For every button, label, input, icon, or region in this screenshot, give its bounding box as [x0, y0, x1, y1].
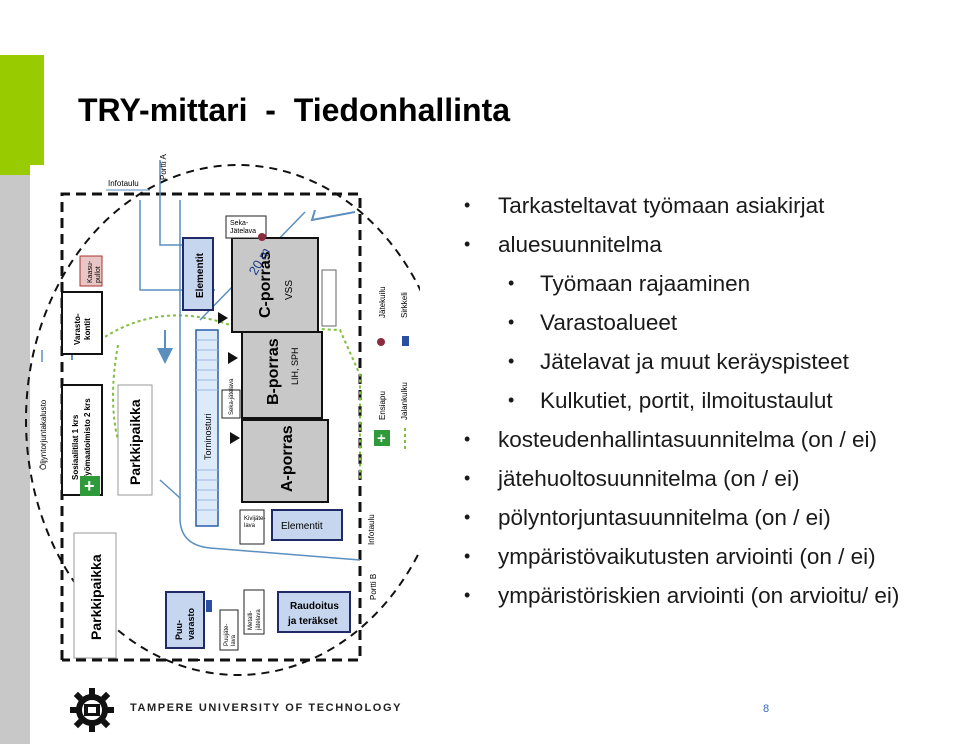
bullet-item: pölyntorjuntasuunnitelma (on / ei) [462, 498, 957, 537]
tower-crane-track [195, 329, 219, 527]
svg-text:Parkkipaikka: Parkkipaikka [88, 554, 104, 640]
svg-text:Öljyntorjuntakalusto: Öljyntorjuntakalusto [39, 399, 48, 470]
puuvarasto [165, 591, 205, 649]
accent-stripe-gap [30, 165, 44, 744]
bullet-item: ympäristövaikutusten arviointi (on / ei) [462, 537, 957, 576]
svg-text:Torninosturi: Torninosturi [203, 413, 213, 460]
gate-marker-3 [230, 432, 240, 444]
gate-marker-2 [228, 352, 238, 364]
svg-text:Seka-jätelava: Seka-jätelava [229, 378, 235, 415]
svg-text:varasto: varasto [186, 607, 196, 640]
svg-text:Varasto-: Varasto- [73, 313, 82, 345]
parkkipaikka-1 [117, 384, 153, 496]
svg-text:Työmaatoimisto 2 krs: Työmaatoimisto 2 krs [83, 398, 92, 480]
svg-text:Portti A: Portti A [159, 154, 168, 180]
elementit-horizontal-area [271, 509, 343, 541]
svg-text:Metalli-: Metalli- [248, 611, 254, 630]
gate-marker-1 [218, 312, 228, 324]
svg-text:Kaasu-: Kaasu- [87, 260, 94, 283]
building-c-porras [231, 237, 319, 333]
svg-text:Sosiaalitilat 1 krs: Sosiaalitilat 1 krs [71, 414, 80, 480]
varastokontit [61, 291, 103, 355]
svg-text:Portti B: Portti B [369, 574, 378, 600]
svg-text:kontit: kontit [83, 318, 92, 340]
svg-text:Jätekuilu: Jätekuilu [378, 286, 387, 318]
bullet-item: ympäristöriskien arviointi (on arvioitu/… [462, 579, 957, 612]
parkkipaikka-2 [73, 532, 117, 659]
bullet-item: jätehuoltosuunnitelma (on / ei) [462, 459, 957, 498]
svg-text:Raudoitus: Raudoitus [290, 601, 339, 612]
svg-text:ja teräkset: ja teräkset [287, 616, 338, 627]
site-plan-figure: C-porras VSS B-porras LIH, SPH A-porras … [25, 154, 420, 676]
bullet-item: aluesuunnitelma [462, 225, 957, 264]
svg-text:Infotaulu: Infotaulu [108, 179, 139, 188]
kaasupullot-storage [79, 255, 103, 287]
svg-text:lava: lava [231, 634, 237, 646]
svg-text:+: + [377, 430, 386, 447]
b-porras-label: B-porras [265, 338, 282, 405]
svg-text:Infotaulu: Infotaulu [367, 514, 376, 545]
page-number: 8 [763, 703, 770, 715]
seka-jatelava-top [225, 215, 267, 239]
bullet-item: Tarkasteltavat työmaan asiakirjat [462, 186, 957, 225]
sub-bullet-item: Kulkutiet, portit, ilmoitustaulut [462, 381, 957, 420]
crane-radius-circle [25, 164, 420, 676]
svg-text:Sirkkeli: Sirkkeli [400, 292, 409, 318]
svg-text:Seka-Jätelava: Seka-Jätelava [230, 220, 256, 235]
svg-text:+: + [84, 476, 95, 496]
svg-text:Jalankulku: Jalankulku [400, 382, 409, 420]
sub-bullet-item: Työmaan rajaaminen [462, 264, 957, 303]
svg-text:Puu-: Puu- [174, 620, 184, 640]
c-porras-label: C-porras [257, 251, 274, 318]
svg-text:VSS: VSS [284, 280, 295, 300]
svg-text:Ensiapu: Ensiapu [378, 391, 387, 420]
svg-text:Parkkipaikka: Parkkipaikka [127, 399, 143, 485]
sub-bullet-item: Jätelavat ja muut keräyspisteet [462, 342, 957, 381]
svg-text:Elementit: Elementit [281, 521, 323, 532]
svg-text:pullot: pullot [95, 266, 102, 283]
building-b-porras [241, 331, 323, 419]
svg-text:Kivijäte-lava: Kivijäte-lava [244, 516, 265, 529]
svg-text:LIH, SPH: LIH, SPH [290, 347, 300, 385]
svg-text:jätelava: jätelava [256, 609, 262, 631]
university-name: TAMPERE UNIVERSITY OF TECHNOLOGY [130, 702, 403, 714]
metallijatelava [243, 589, 265, 635]
slide-title: TRY-mittari - Tiedonhallinta [78, 92, 511, 128]
a-porras-label: A-porras [279, 425, 296, 492]
bullet-item: kosteudenhallintasuunnitelma (on / ei) [462, 420, 957, 459]
puujatelava [219, 609, 239, 651]
gear-logo-icon [70, 688, 114, 732]
svg-text:Puujäte-: Puujäte- [224, 624, 230, 646]
elementit-vertical-area [182, 237, 214, 311]
raudoitus-area [277, 591, 351, 633]
sub-bullet-item: Varastoalueet [462, 303, 957, 342]
building-a-porras [241, 419, 329, 503]
bullet-list: Tarkasteltavat työmaan asiakirjat aluesu… [462, 186, 957, 612]
svg-text:Elementit: Elementit [195, 252, 206, 298]
